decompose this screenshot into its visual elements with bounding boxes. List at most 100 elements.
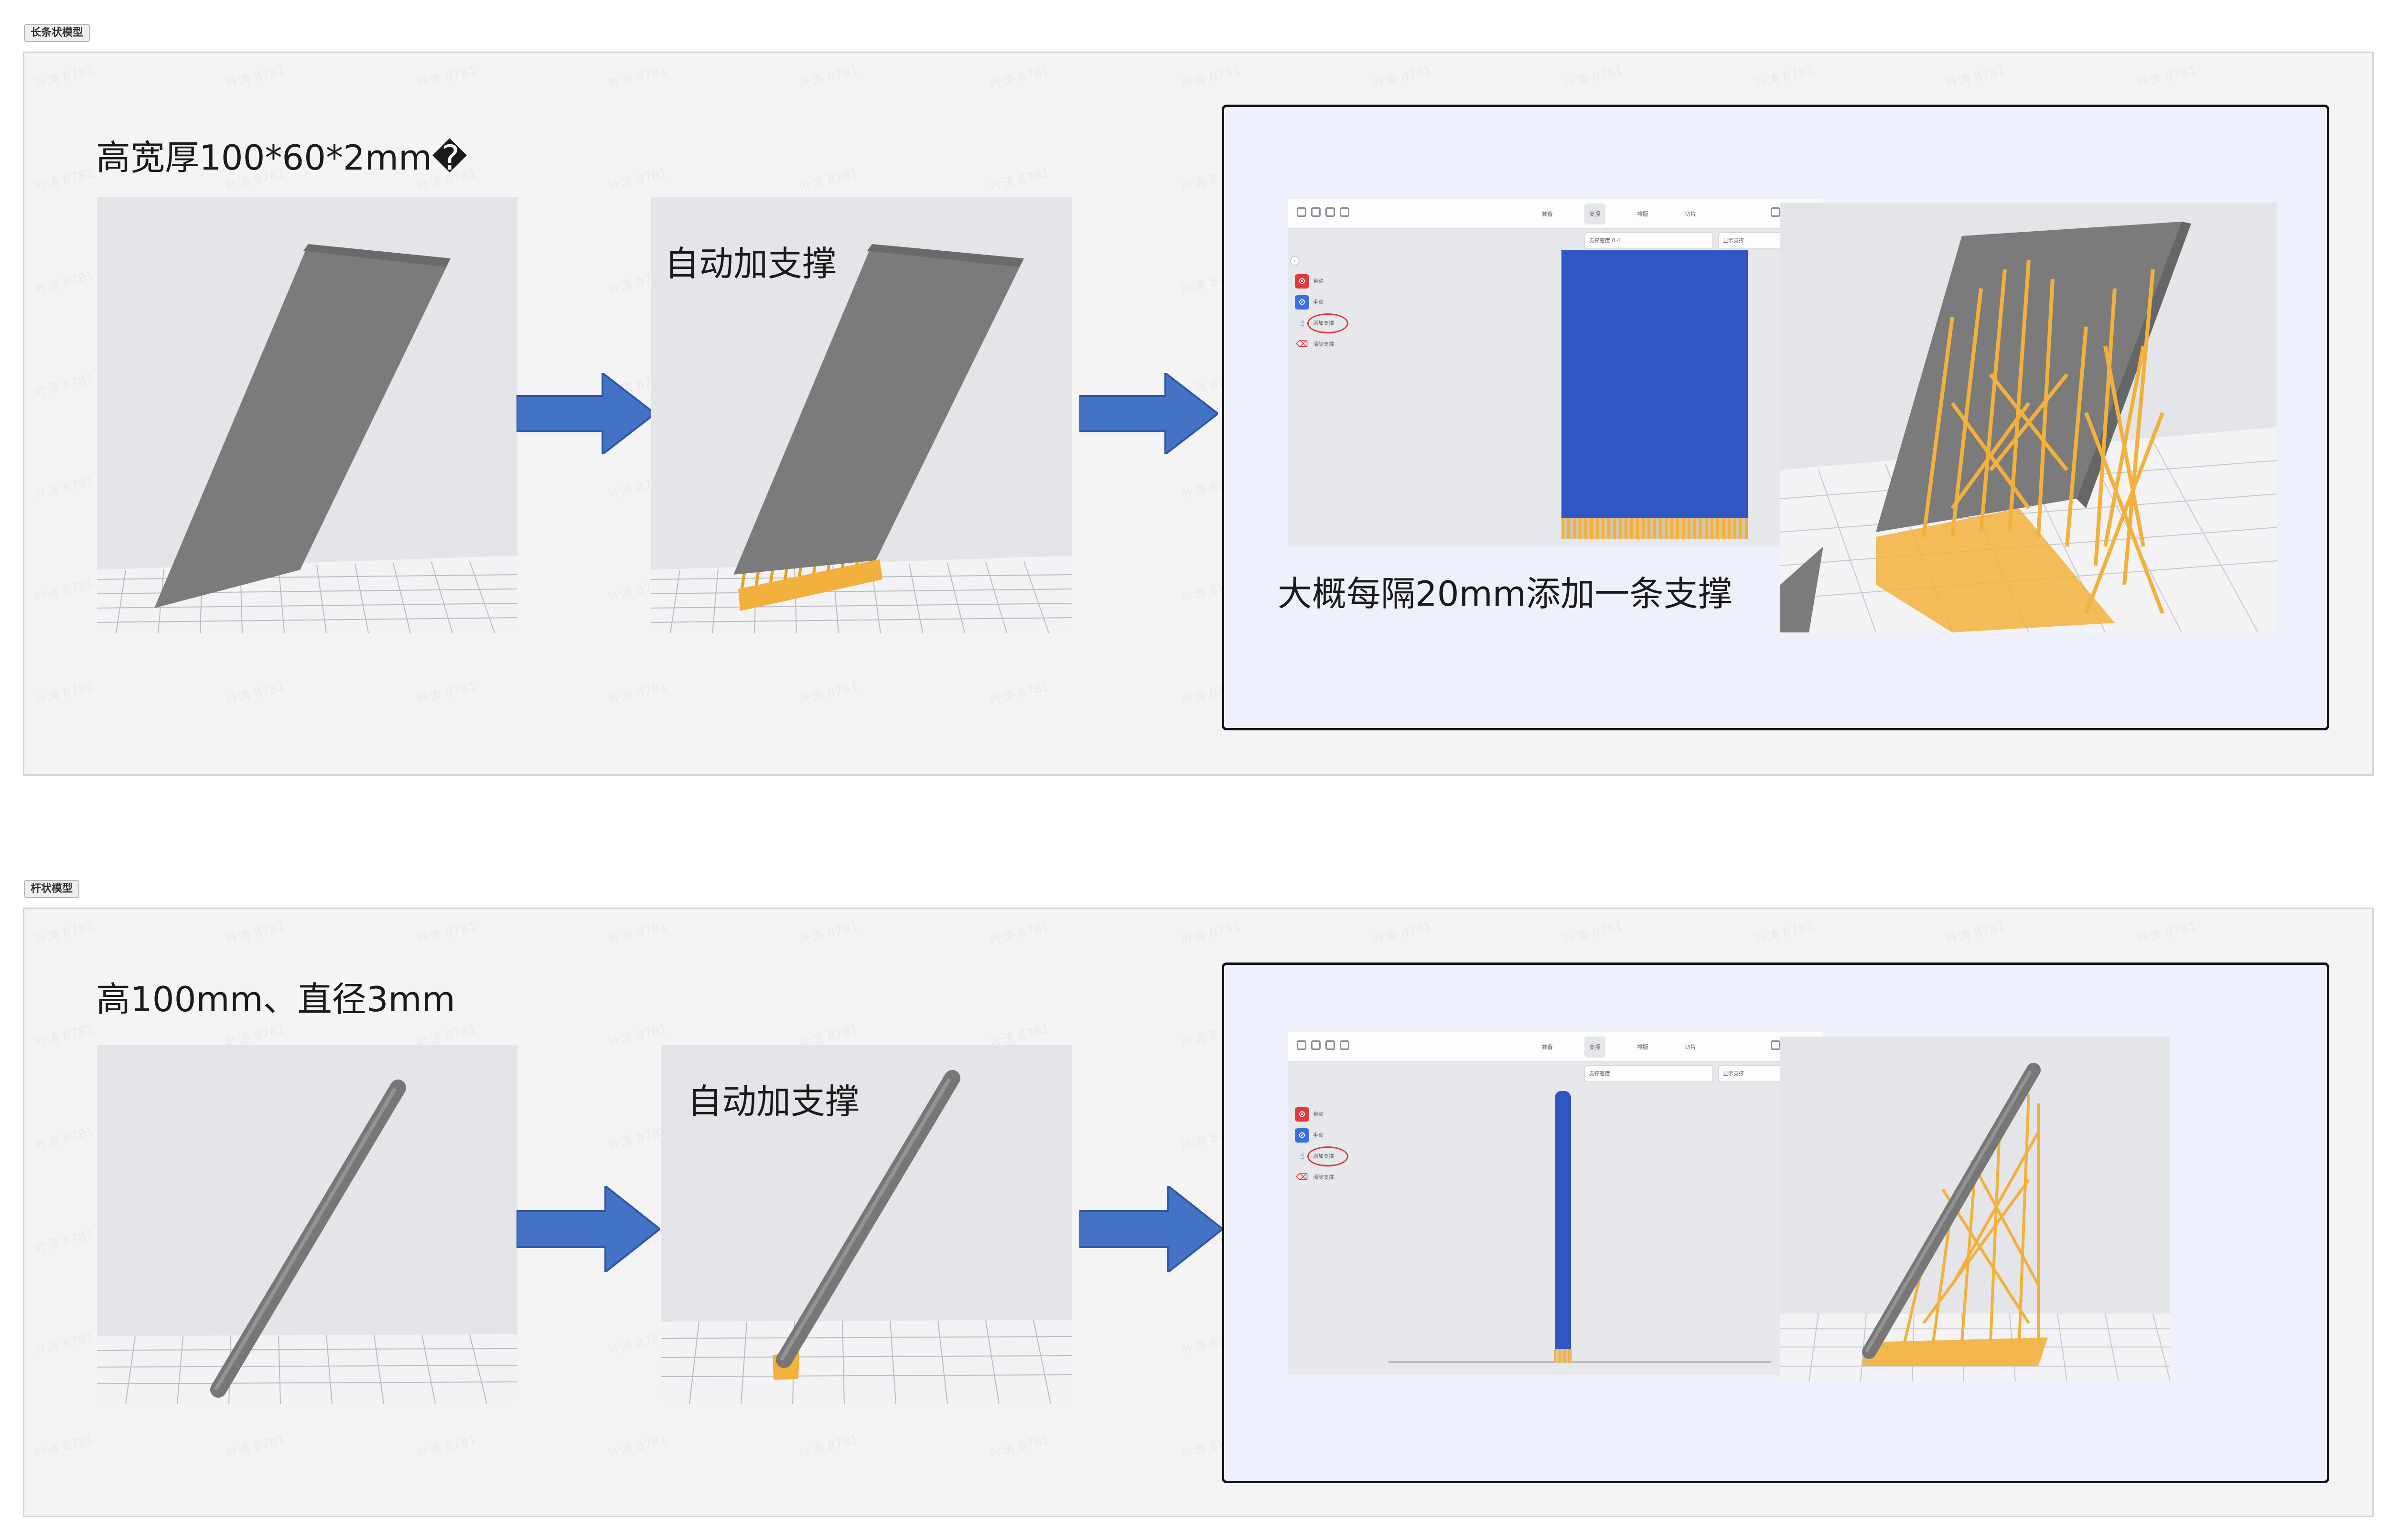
watermark-text: 叶涛 8781 xyxy=(606,1019,669,1050)
auto-support-icon[interactable]: ⊙ xyxy=(1295,274,1309,289)
watermark-text: 叶涛 8781 xyxy=(32,1019,96,1050)
watermark-text: 叶涛 8781 xyxy=(797,916,860,948)
watermark-text: 叶涛 8781 xyxy=(415,1430,478,1461)
menu-icon[interactable] xyxy=(1311,1040,1321,1050)
watermark-text: 叶涛 8781 xyxy=(606,916,669,948)
rod-lattice-figure xyxy=(1780,1063,2170,1381)
tab-slice[interactable]: 切片 xyxy=(1685,211,1697,217)
plate-support-figure xyxy=(651,244,1072,633)
watermark-text: 叶涛 8781 xyxy=(32,916,96,948)
watermark-text: 叶涛 8781 xyxy=(32,471,96,503)
watermark-text: 叶涛 8781 xyxy=(1370,916,1433,948)
result-box: 准备 支撑 排版 切片 支撑密度 显示支撑 ⊙ 自动 ⊘ 手动 ☝ 添加支撑 ⌫… xyxy=(1222,962,2329,1483)
watermark-text: 叶涛 8781 xyxy=(988,163,1051,194)
watermark-text: 叶涛 8781 xyxy=(32,163,96,194)
tab-prepare[interactable]: 准备 xyxy=(1541,1044,1553,1050)
slicer-app-screenshot: 准备 支撑 排版 切片 支撑密度 0.4 显示支撑 ‹ ⊙ 自动 ⊘ 手动 ☝ … xyxy=(1288,199,1823,546)
arrow-right-icon xyxy=(1078,371,1220,457)
support-strip xyxy=(1554,1349,1572,1363)
watermark-text: 叶涛 8781 xyxy=(224,676,287,708)
manual-support-icon[interactable]: ⊘ xyxy=(1295,295,1309,310)
watermark-text: 叶涛 8781 xyxy=(1753,916,1816,948)
menu-icon[interactable] xyxy=(1311,207,1321,217)
sliced-rod-preview xyxy=(1555,1091,1571,1349)
tab-layout[interactable]: 排版 xyxy=(1637,211,1649,217)
watermark-text: 叶涛 8781 xyxy=(32,1430,96,1461)
watermark-text: 叶涛 8781 xyxy=(32,266,96,297)
support-density-bar[interactable]: 支撑密度 0.4 xyxy=(1584,232,1713,249)
home-icon[interactable] xyxy=(1297,207,1306,217)
close-icon[interactable] xyxy=(1771,207,1780,217)
watermark-text: 叶涛 8781 xyxy=(32,1122,96,1153)
side-label: 手动 xyxy=(1313,299,1324,305)
support-result-render xyxy=(1780,203,2277,632)
slicer-toolbar: 准备 支撑 排版 切片 xyxy=(1288,1032,1823,1062)
model-view-auto-support: 自动加支撑 xyxy=(651,197,1072,633)
watermark-text: 叶涛 8781 xyxy=(415,676,478,708)
sliced-plate-preview xyxy=(1561,250,1748,518)
watermark-text: 叶涛 8781 xyxy=(606,1122,669,1153)
watermark-text: 叶涛 8781 xyxy=(988,676,1051,708)
watermark-text: 叶涛 8781 xyxy=(224,1430,287,1461)
watermark-text: 叶涛 8781 xyxy=(224,60,287,92)
tab-support[interactable]: 支撑 xyxy=(1584,1037,1606,1058)
side-label: 自动 xyxy=(1313,1111,1324,1117)
side-label: 自动 xyxy=(1313,278,1324,284)
side-label: 清除支撑 xyxy=(1313,1174,1334,1180)
collapse-icon[interactable]: ‹ xyxy=(1290,256,1300,266)
support-density-bar[interactable]: 支撑密度 xyxy=(1584,1065,1713,1082)
watermark-text: 叶涛 8781 xyxy=(415,60,478,92)
watermark-text: 叶涛 8781 xyxy=(32,676,96,708)
clear-support-icon[interactable]: ⌫ xyxy=(1296,1172,1308,1182)
side-label: 清除支撑 xyxy=(1313,341,1334,347)
watermark-text: 叶涛 8781 xyxy=(224,916,287,948)
watermark-text: 叶涛 8781 xyxy=(606,60,669,92)
watermark-text: 叶涛 8781 xyxy=(1944,60,2007,92)
close-icon[interactable] xyxy=(1771,1040,1780,1050)
watermark-text: 叶涛 8781 xyxy=(32,574,96,605)
tab-prepare[interactable]: 准备 xyxy=(1541,211,1553,217)
clear-support-icon[interactable]: ⌫ xyxy=(1296,339,1308,349)
watermark-text: 叶涛 8781 xyxy=(1179,916,1242,948)
watermark-text: 叶涛 8781 xyxy=(606,163,669,194)
slicer-toolbar: 准备 支撑 排版 切片 xyxy=(1288,199,1823,229)
support-result-render xyxy=(1780,1037,2170,1381)
watermark-text: 叶涛 8781 xyxy=(1561,916,1625,948)
redo-icon[interactable] xyxy=(1340,207,1349,217)
result-box: 准备 支撑 排版 切片 支撑密度 0.4 显示支撑 ‹ ⊙ 自动 ⊘ 手动 ☝ … xyxy=(1222,105,2329,730)
redo-icon[interactable] xyxy=(1340,1040,1349,1050)
watermark-text: 叶涛 8781 xyxy=(1944,916,2007,948)
add-support-icon[interactable]: ☝ xyxy=(1299,318,1305,328)
auto-support-icon[interactable]: ⊙ xyxy=(1295,1107,1309,1122)
plate-model-figure xyxy=(97,244,517,633)
watermark-text: 叶涛 8781 xyxy=(988,60,1051,92)
manual-support-icon[interactable]: ⊘ xyxy=(1295,1128,1309,1143)
undo-icon[interactable] xyxy=(1325,1040,1335,1050)
arrow-right-icon xyxy=(516,371,657,457)
section-tag: 长条状模型 xyxy=(24,24,90,42)
watermark-text: 叶涛 8781 xyxy=(1561,60,1625,92)
home-icon[interactable] xyxy=(1297,1040,1306,1050)
watermark-text: 叶涛 8781 xyxy=(2135,916,2198,948)
watermark-text: 叶涛 8781 xyxy=(797,676,860,708)
section-frame: 叶涛 8781 叶涛 8781 叶涛 8781 叶涛 8781 叶涛 8781 叶涛 87… xyxy=(23,908,2374,1517)
tab-support[interactable]: 支撑 xyxy=(1584,203,1606,225)
watermark-text: 叶涛 8781 xyxy=(606,1430,669,1461)
rod-model-figure xyxy=(97,1080,517,1404)
watermark-text: 叶涛 8781 xyxy=(1753,60,1816,92)
undo-icon[interactable] xyxy=(1325,207,1335,217)
section-tag: 杆状模型 xyxy=(24,880,80,898)
tab-slice[interactable]: 切片 xyxy=(1685,1044,1697,1050)
model-view-auto-support: 自动加支撑 xyxy=(661,1045,1072,1404)
tab-layout[interactable]: 排版 xyxy=(1637,1044,1649,1050)
watermark-text: 叶涛 8781 xyxy=(32,368,96,400)
section-title: 高宽厚100*60*2mm� xyxy=(96,138,467,178)
arrow-right-icon xyxy=(1078,1184,1225,1274)
watermark-text: 叶涛 8781 xyxy=(988,1430,1051,1461)
watermark-text: 叶涛 8781 xyxy=(606,676,669,708)
watermark-text: 叶涛 8781 xyxy=(797,1430,860,1461)
watermark-text: 叶涛 8781 xyxy=(1179,60,1242,92)
add-support-icon[interactable]: ☝ xyxy=(1299,1151,1305,1161)
watermark-text: 叶涛 8781 xyxy=(1370,60,1433,92)
watermark-text: 叶涛 8781 xyxy=(797,60,860,92)
